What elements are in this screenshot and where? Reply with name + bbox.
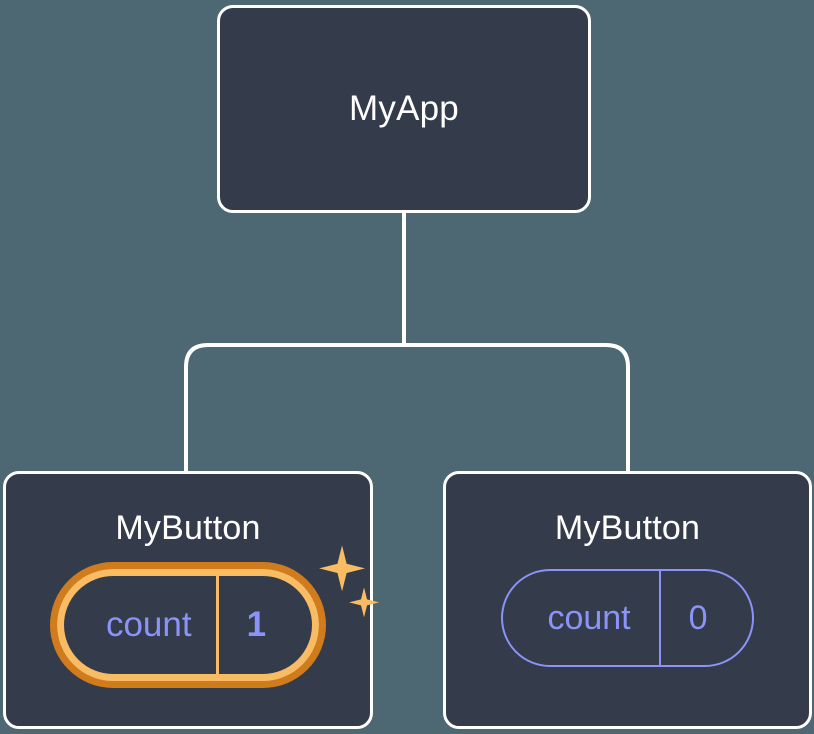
state-pill-plain[interactable]: count 0 — [501, 569, 754, 668]
sparkle-group — [313, 543, 383, 633]
state-key-label: count — [105, 605, 192, 645]
state-value-label: 1 — [215, 576, 312, 675]
node-myapp-label: MyApp — [349, 88, 459, 128]
node-mybutton-left-label: MyButton — [115, 509, 261, 547]
node-mybutton-right-label: MyButton — [554, 509, 701, 547]
state-pill-right-wrapper: count 0 — [501, 569, 754, 668]
state-key-label: count — [547, 598, 631, 637]
node-mybutton-right[interactable]: MyButton count 0 — [443, 471, 812, 729]
node-mybutton-left[interactable]: MyButton count 1 — [3, 471, 380, 729]
state-pill-highlighted[interactable]: count 1 — [56, 569, 320, 682]
sparkle-large-icon — [319, 545, 366, 592]
state-pill-left-wrapper: count 1 — [56, 545, 380, 682]
connector-branch-bus — [184, 343, 630, 471]
state-value-label: 0 — [658, 571, 752, 666]
node-myapp[interactable]: MyApp — [217, 5, 591, 213]
